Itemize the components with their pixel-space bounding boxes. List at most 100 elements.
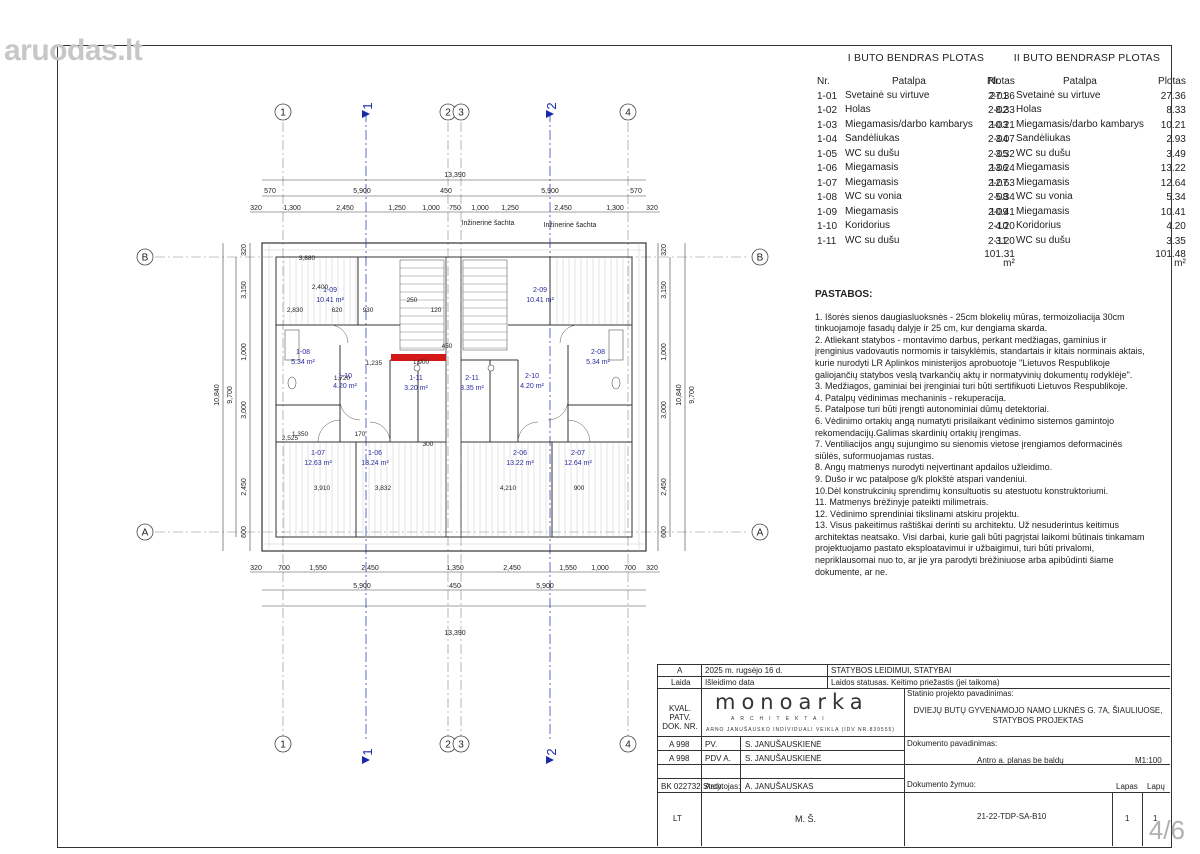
- dim-bottom: 1,000: [591, 565, 609, 572]
- room-number: 1-11: [817, 235, 837, 247]
- dim-top: 5,900: [541, 188, 559, 195]
- dim-left: 3,000: [241, 401, 248, 419]
- inner-dim: 2,525: [282, 435, 299, 442]
- axis-label-right: B: [757, 253, 764, 264]
- room-id: 1-09: [323, 287, 337, 294]
- section-label: 1: [360, 102, 375, 109]
- room-area: 12.64: [1160, 177, 1186, 189]
- dim-bottom: 1,550: [559, 565, 577, 572]
- axis-label-top: 2: [445, 108, 451, 119]
- note-item: 8. Angų matmenys nurodyti neįvertinant a…: [815, 462, 1053, 473]
- dim-top: 1,300: [606, 205, 624, 212]
- room-number: 2-07: [988, 177, 1009, 189]
- lapas-label: Lapas: [1116, 782, 1138, 791]
- inner-dim: 1,900: [413, 359, 430, 366]
- axis-bubble: [619, 735, 637, 753]
- room-area: 3.49: [1166, 148, 1186, 160]
- room-name: WC su vonia: [1016, 191, 1073, 202]
- dim-overall-bottom: 13,390: [444, 630, 466, 637]
- room-area: 13.22: [1160, 163, 1186, 174]
- watermark-logo: aruodas.lt: [4, 34, 143, 68]
- kval-label: KVAL. PATV. DOK. NR.: [662, 704, 698, 731]
- docnum-label: Dokumento žymuo:: [907, 780, 976, 789]
- axis-label-bottom: 3: [458, 740, 464, 751]
- room-number: 1-10: [817, 221, 838, 232]
- room-name: Miegamasis/darbo kambarys: [845, 118, 973, 130]
- staff-role: Arch.: [705, 782, 724, 791]
- dim-left: 1,000: [241, 343, 248, 361]
- company-logo: monoarka: [715, 690, 869, 714]
- room-area: 4.20 m²: [333, 383, 357, 390]
- col-statusas: Laidos statusas. Keitimo priežastis (jei…: [831, 678, 1000, 687]
- header-nr: Nr.: [817, 76, 830, 87]
- room-area: 3.32: [995, 148, 1015, 160]
- notes-heading: PASTABOS:: [815, 289, 873, 300]
- room-area: 4.20 m²: [520, 383, 544, 390]
- room-area: 5.34 m²: [291, 359, 315, 366]
- room-name: Holas: [845, 104, 871, 115]
- inner-dim: 2,400: [312, 284, 329, 291]
- room-area: 10.41: [1160, 206, 1186, 218]
- section-label: 2: [544, 748, 559, 755]
- note-item: 3. Medžiagos, gaminiai bei įrenginiai tu…: [815, 381, 1128, 392]
- room-name: Sandėliukas: [845, 133, 900, 144]
- dim-left: 2,450: [241, 478, 248, 496]
- room-id: 2-11: [465, 375, 479, 382]
- room-number: 1-01: [817, 90, 838, 102]
- section-label: 2: [544, 102, 559, 109]
- room-id: 2-07: [571, 450, 585, 457]
- lapas-value: 1: [1125, 814, 1130, 823]
- rev-date: 2025 m. rugsėjo 16 d.: [705, 666, 783, 675]
- room-area: 3.07: [995, 134, 1015, 145]
- room-number: 1-02: [817, 105, 838, 116]
- doc-label: Dokumento pavadinimas:: [907, 739, 998, 748]
- inner-dim: 3,880: [299, 255, 316, 262]
- room-name: Miegamasis: [845, 162, 899, 173]
- dim-left: 600: [241, 526, 248, 538]
- dim-overall-top: 13,390: [444, 172, 466, 179]
- axis-bubble: [751, 248, 769, 266]
- room-id: 2-10: [525, 373, 539, 380]
- room-name: Koridorius: [845, 220, 891, 231]
- room-name: Sandėliukas: [1016, 133, 1071, 144]
- note-item: 1. Išorės sienos daugiasluoksnės - 25cm …: [815, 311, 1125, 334]
- dim-top: 1,000: [471, 205, 489, 212]
- dim-right-total: 10,840: [676, 384, 683, 406]
- dim-right: 320: [661, 244, 668, 256]
- room-area: 27.36: [1160, 90, 1186, 102]
- dim-top: 570: [630, 188, 642, 195]
- axis-label-top: 3: [458, 108, 464, 119]
- note-item: 4. Patalpų vėdinimas mechaninis - rekupe…: [815, 392, 1007, 403]
- staff-name: S. JANUŠAUSKIENĖ: [745, 740, 822, 749]
- axis-label-bottom: 2: [445, 740, 451, 751]
- note-item: 13. Visus pakeitimus raštiškai derinti s…: [815, 520, 1145, 577]
- lapu-value: 1: [1153, 814, 1158, 823]
- axis-bubble: [452, 103, 470, 121]
- room-id: 2-08: [591, 349, 605, 356]
- staff-role: PV.: [705, 740, 718, 749]
- dim-top: 450: [440, 188, 452, 195]
- dim-bottom: 1,550: [309, 565, 327, 572]
- room-number: 2-08: [988, 192, 1009, 203]
- room-number: 1-03: [817, 119, 838, 131]
- room-number: 2-02: [988, 105, 1009, 116]
- col-laida: Laida: [671, 678, 691, 687]
- room-id: 1-10: [338, 373, 352, 380]
- room-name: Svetainė su virtuve: [845, 89, 930, 101]
- dim-left: 320: [241, 244, 248, 256]
- staff-name: A. JANUŠAUSKAS: [745, 782, 814, 791]
- room-area: 10.41 m²: [316, 297, 344, 304]
- header-nr: Nr.: [988, 76, 1001, 87]
- room-area: 10.41: [989, 206, 1015, 218]
